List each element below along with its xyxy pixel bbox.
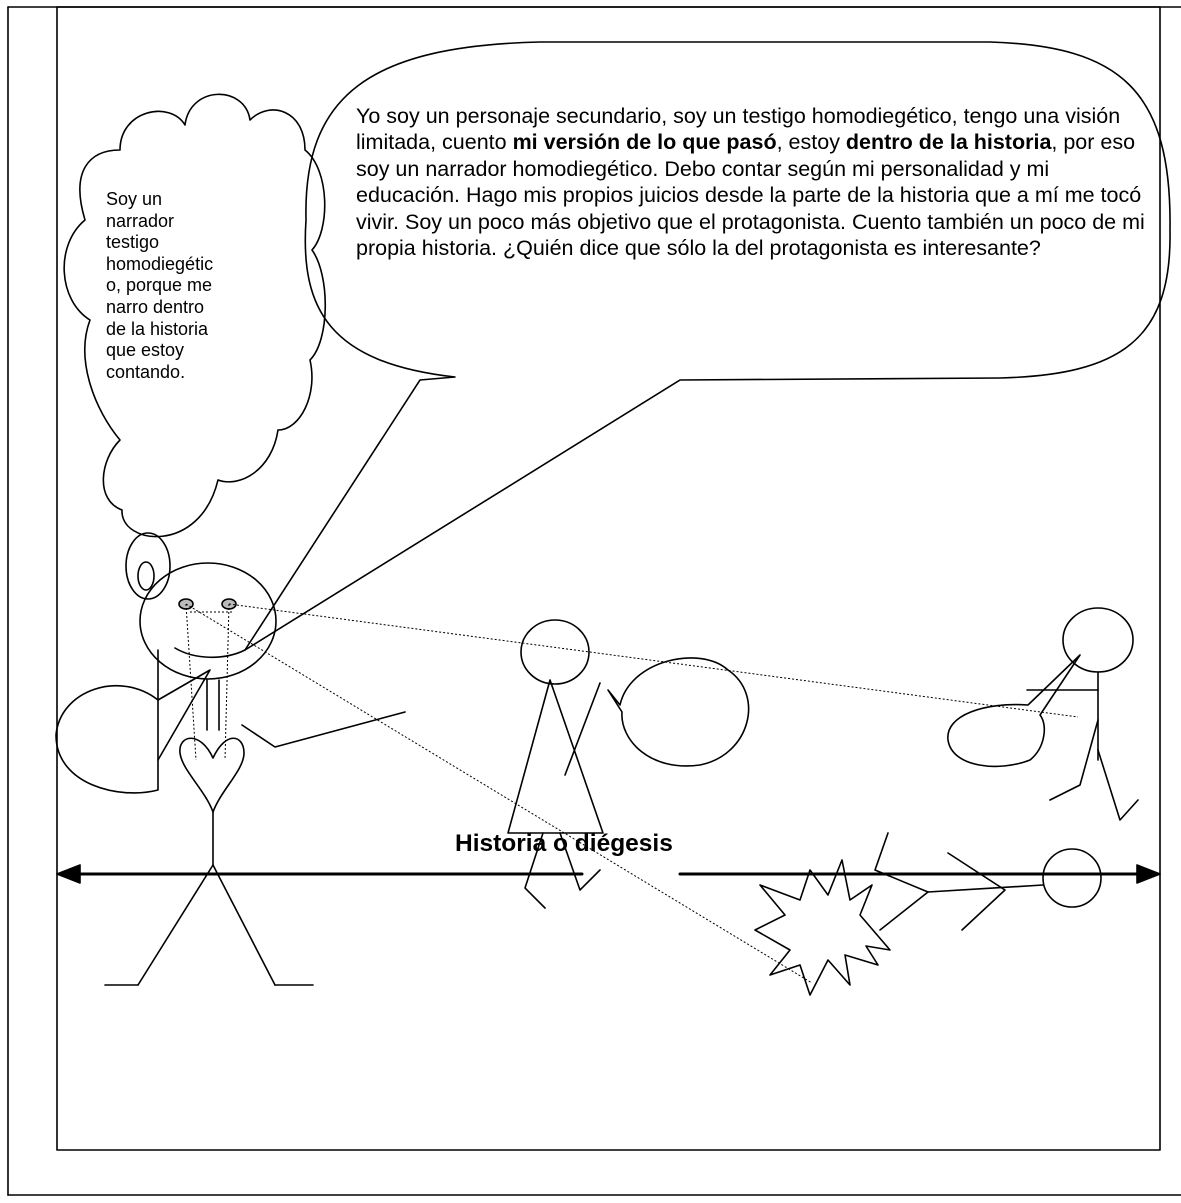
narrator-mini-bubble xyxy=(55,684,159,794)
thought-cloud-text: Soy un narrador testigo homodiegétic o, … xyxy=(106,189,224,383)
bold-inside: dentro de la historia xyxy=(845,130,1052,155)
diagesis-box xyxy=(56,6,1161,1151)
right-leg xyxy=(212,864,276,986)
bold-version: mi versión de lo que pasó xyxy=(512,130,777,155)
middle-leg-left xyxy=(524,832,546,909)
narrator-mini-bubble-tail xyxy=(157,669,211,761)
speech-bubble-text: Yo soy un personaje secundario, soy un t… xyxy=(356,104,1145,261)
middle-bubble xyxy=(607,657,750,767)
cloud-line: Soy un xyxy=(106,189,163,209)
right-bubble xyxy=(947,654,1081,768)
fallen-head xyxy=(1042,848,1102,908)
narrator-figure xyxy=(55,532,406,986)
fallen-figure xyxy=(754,832,1102,996)
speech-bubble xyxy=(244,41,1171,651)
sight-lines xyxy=(185,603,1079,984)
cloud-line: homodiegétic xyxy=(106,253,214,274)
axis-label: Historia o diégesis xyxy=(455,830,673,857)
middle-head xyxy=(520,619,590,685)
heart xyxy=(179,737,245,813)
middle-dress xyxy=(507,679,604,834)
arm xyxy=(241,711,406,748)
cloud-line: de la historia xyxy=(106,318,209,339)
axis-arrow-left xyxy=(56,864,81,884)
right-figure xyxy=(947,607,1139,821)
cloud-line: testigo xyxy=(106,232,160,253)
thought-cloud xyxy=(63,93,327,538)
ear-outer xyxy=(125,532,171,600)
ear-inner xyxy=(137,561,155,591)
middle-leg-right xyxy=(559,832,601,891)
mouth xyxy=(174,647,246,659)
cloud-line: narrador xyxy=(106,210,175,231)
narrator-head xyxy=(139,562,277,680)
cloud-line: que estoy xyxy=(106,340,185,361)
middle-figure xyxy=(507,619,750,909)
axis-arrow-right xyxy=(1136,864,1161,884)
cloud-line: contando. xyxy=(106,361,186,382)
cloud-line: o, porque me xyxy=(106,275,213,296)
right-head xyxy=(1062,607,1134,673)
cloud-line: narro dentro xyxy=(106,296,205,317)
explosion xyxy=(754,859,891,996)
left-leg xyxy=(137,864,214,986)
